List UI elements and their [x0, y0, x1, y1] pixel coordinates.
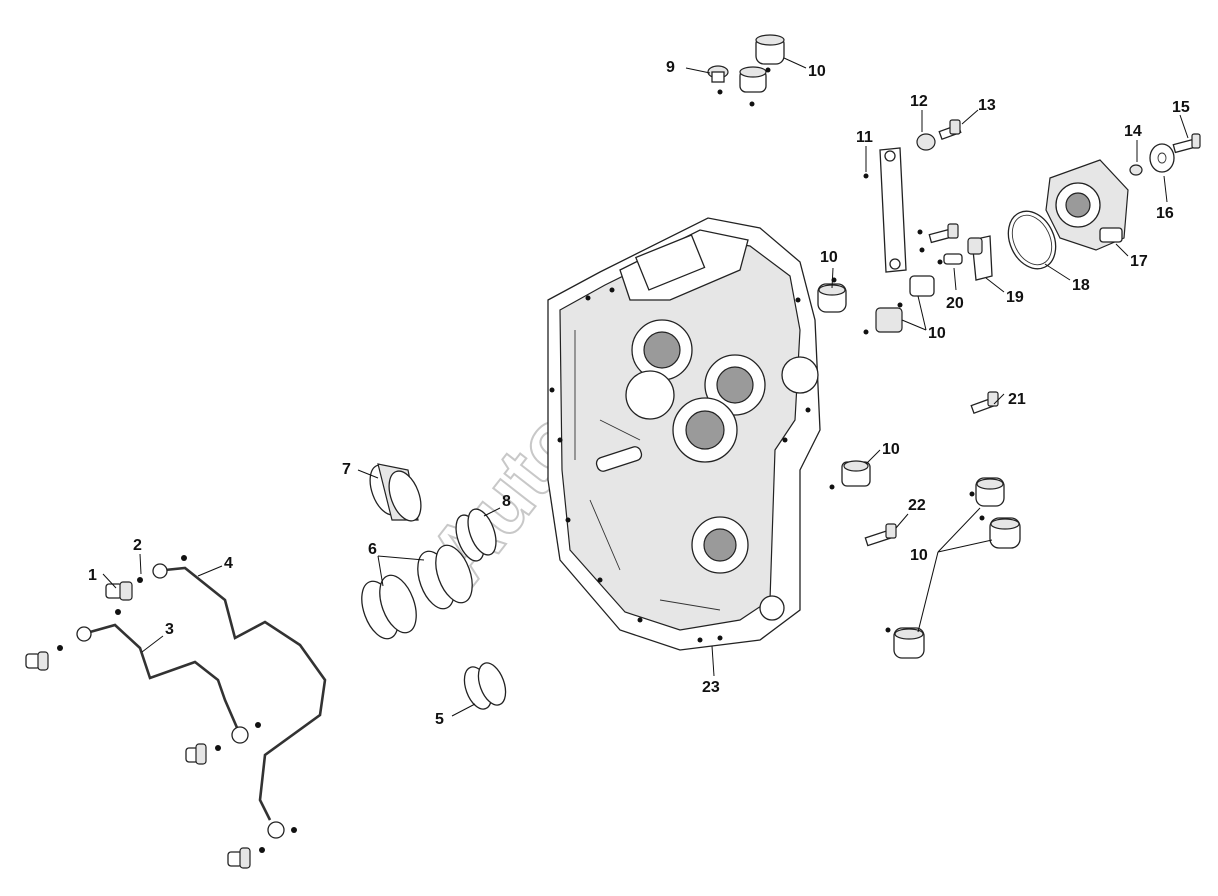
plugs-10-group [893, 477, 1021, 659]
callout-10-side: 10 [820, 249, 838, 266]
callout-20: 20 [946, 295, 964, 312]
transmission-housing [547, 217, 821, 651]
lever-link [879, 147, 907, 273]
callout-1: 1 [88, 567, 97, 584]
seal-ring-18 [1007, 210, 1057, 270]
bearing-sleeve-6a [361, 574, 417, 640]
oil-pipe-4 [152, 563, 327, 839]
banjo-bolt-1 [105, 581, 133, 601]
callout-10-group: 10 [910, 547, 928, 564]
pin-11 [863, 173, 869, 179]
sealing-washer-2 [137, 577, 143, 583]
callout-2: 2 [133, 537, 142, 554]
sender-19 [967, 235, 993, 281]
callout-10-right: 10 [928, 325, 946, 342]
callout-labels: 1 2 3 4 5 6 7 8 9 10 10 10 10 10 11 12 1… [88, 59, 1190, 728]
pump-assembly-17 [1045, 159, 1129, 251]
callout-18: 18 [1072, 277, 1090, 294]
bearing-sleeve-6b [417, 544, 473, 610]
leader-lines [102, 57, 1189, 717]
callout-19: 19 [1006, 289, 1024, 306]
callout-16: 16 [1156, 205, 1174, 222]
plug-10-side [817, 283, 847, 313]
callout-11: 11 [856, 129, 873, 146]
callout-21: 21 [1008, 391, 1026, 408]
callout-15: 15 [1172, 99, 1190, 116]
callout-4: 4 [224, 555, 233, 572]
callout-12: 12 [910, 93, 928, 110]
callout-13: 13 [978, 97, 996, 114]
callout-14: 14 [1124, 123, 1142, 140]
callout-10-mid: 10 [882, 441, 900, 458]
bolt-15 [1172, 133, 1201, 154]
callout-5: 5 [435, 711, 444, 728]
callout-9: 9 [666, 59, 675, 76]
oil-pipe-3 [76, 623, 249, 744]
bolt-13 [938, 119, 962, 141]
washer-14 [1129, 164, 1143, 176]
fitting-20 [937, 253, 963, 265]
bolt-21 [970, 391, 999, 415]
bearing-sleeve-7 [369, 463, 422, 522]
flange-16 [1149, 143, 1175, 173]
callout-7: 7 [342, 461, 351, 478]
callout-23: 23 [702, 679, 720, 696]
callout-10-top: 10 [808, 63, 826, 80]
bearing-sleeve-8 [455, 508, 497, 562]
plug-9 [707, 65, 729, 83]
bolt-22 [864, 523, 897, 547]
callout-3: 3 [165, 621, 174, 638]
callout-17: 17 [1130, 253, 1148, 270]
fitting-10-right [875, 275, 935, 333]
plug-10-mid [841, 460, 871, 487]
callout-22: 22 [908, 497, 926, 514]
callout-8: 8 [502, 493, 511, 510]
callout-6: 6 [368, 541, 377, 558]
nut-12 [916, 133, 936, 151]
plug-10-top [739, 34, 785, 93]
bearing-sleeve-5 [463, 662, 507, 710]
